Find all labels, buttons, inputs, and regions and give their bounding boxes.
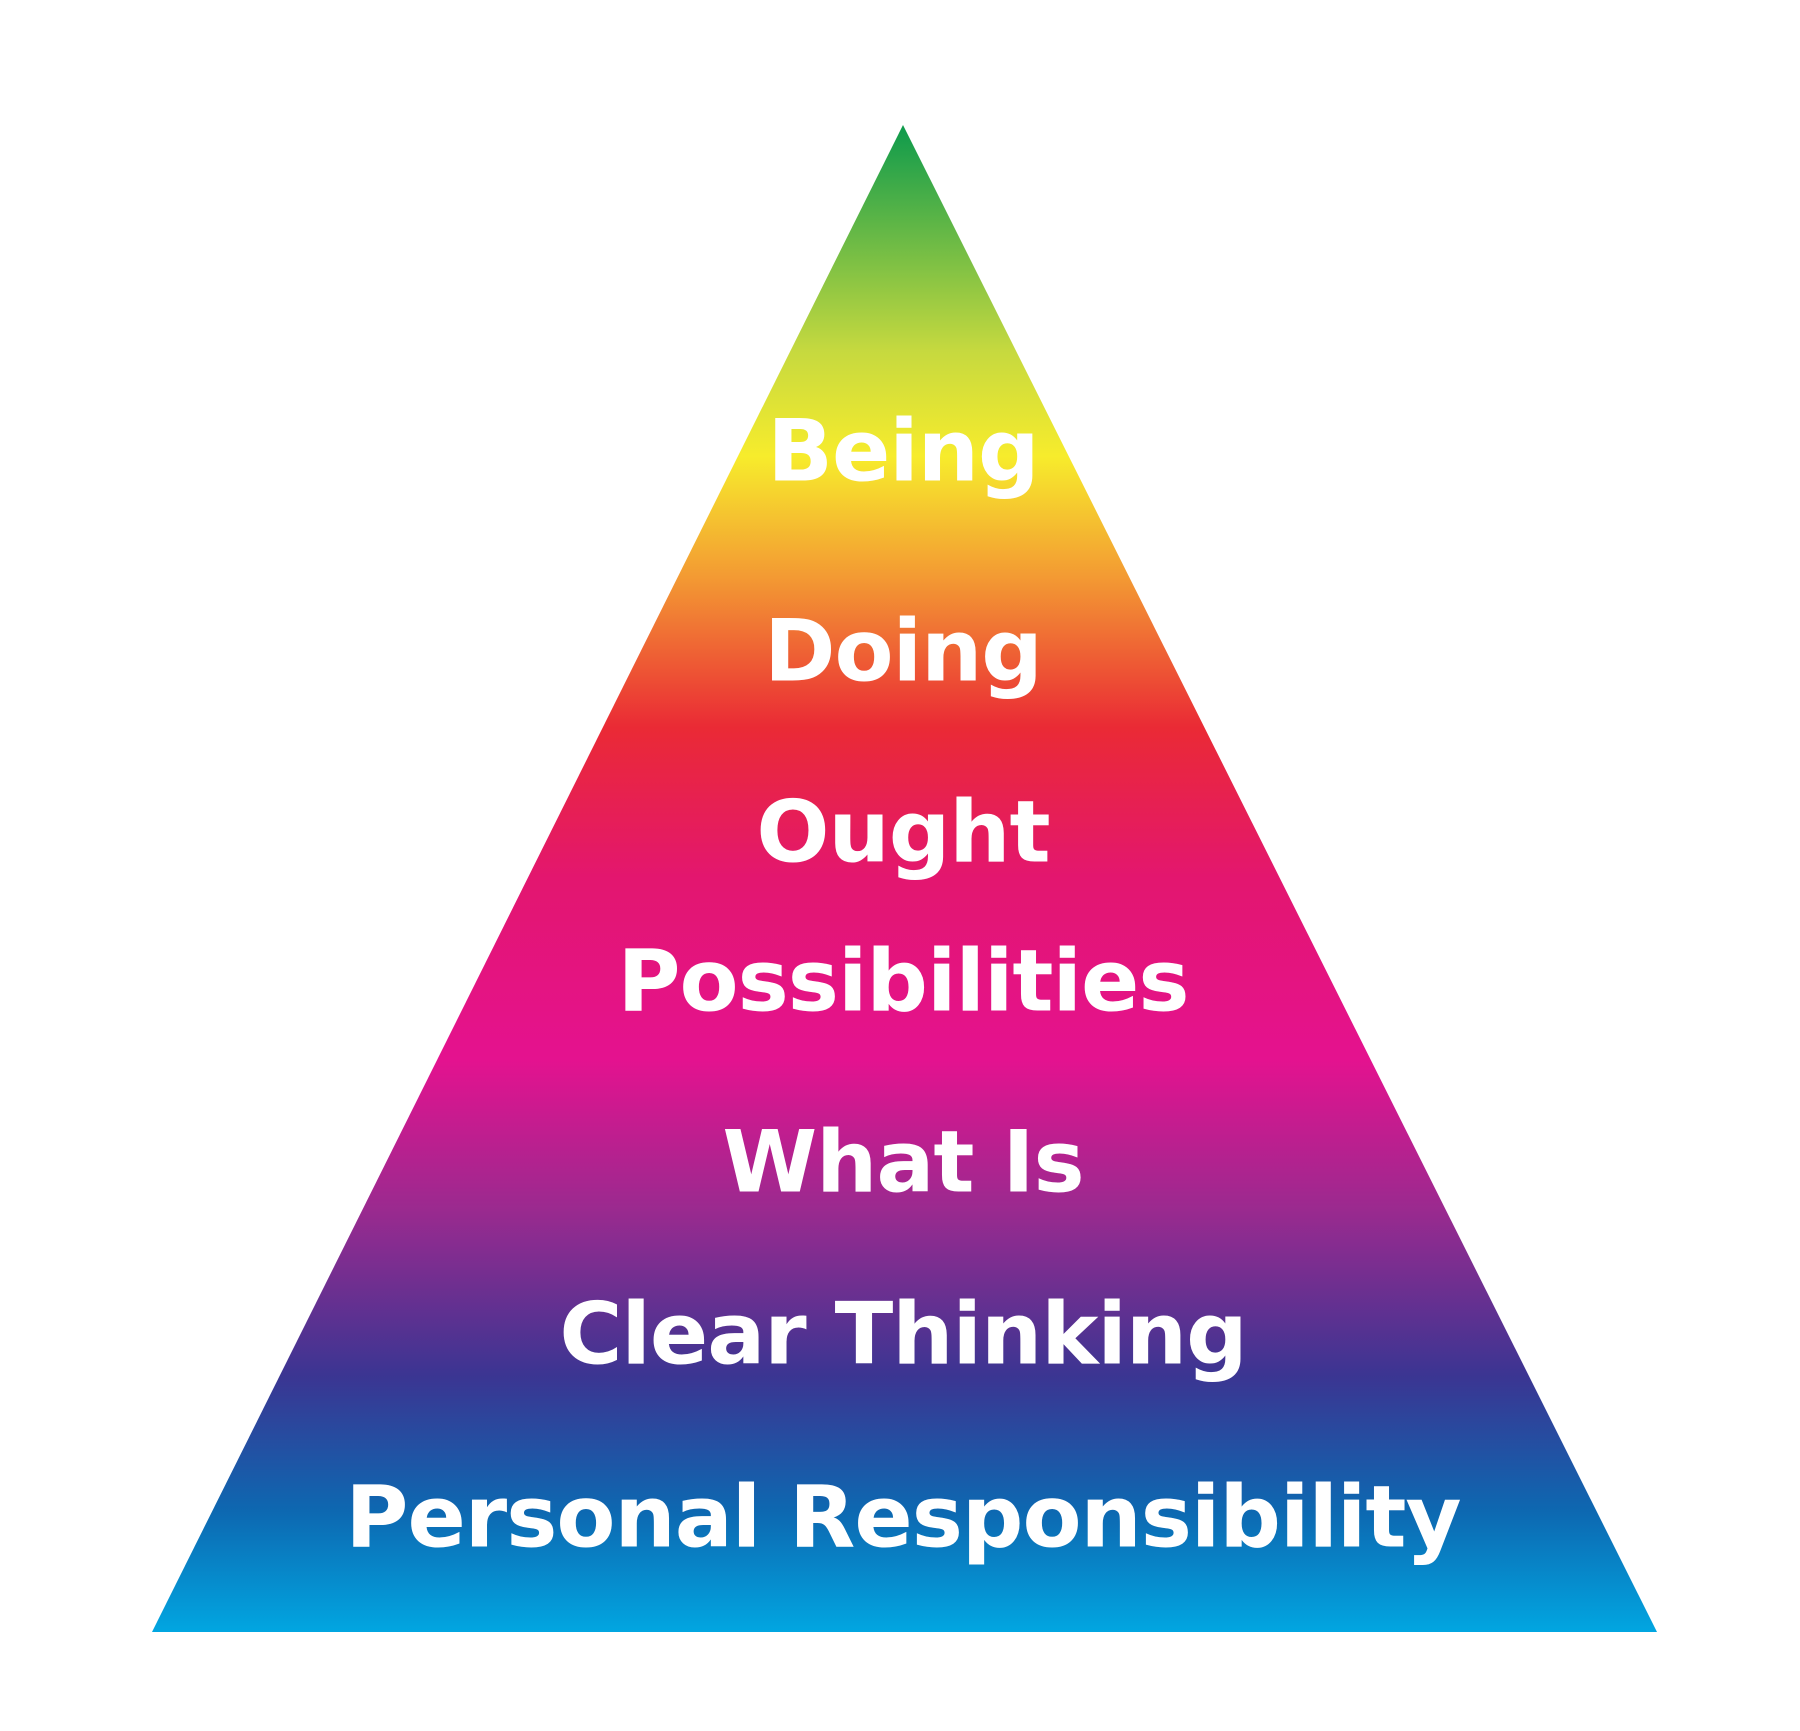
level-label-possibilities: Possibilities (617, 931, 1188, 1031)
level-label-ought: Ought (756, 782, 1049, 882)
level-label-what-is: What Is (722, 1112, 1083, 1212)
level-label-clear-thinking: Clear Thinking (559, 1284, 1246, 1384)
level-label-personal-responsibility: Personal Responsibility (345, 1467, 1460, 1567)
level-label-being: Being (767, 401, 1038, 501)
level-label-doing: Doing (764, 601, 1042, 701)
pyramid-triangle (152, 125, 1657, 1632)
